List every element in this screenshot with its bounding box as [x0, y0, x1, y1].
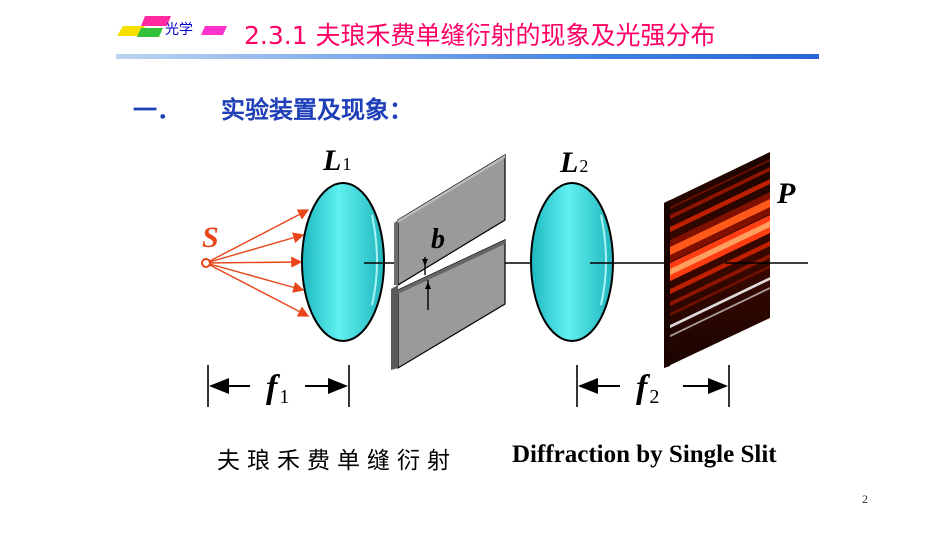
light-rays [205, 209, 310, 317]
section-number: 一． [133, 96, 181, 124]
page-number: 2 [862, 492, 868, 506]
optics-logo [117, 16, 227, 37]
single-slit [391, 153, 506, 370]
observation-screen [664, 152, 770, 368]
section-title: 实验装置及现象： [221, 96, 413, 124]
lens-2-label: L2 [559, 146, 588, 179]
slit-width-label: b [431, 224, 445, 255]
focal-length-f1-dimension [207, 365, 350, 407]
lens-1-label: L1 [322, 144, 351, 177]
focal-length-f2-dimension [576, 365, 730, 407]
point-source [201, 258, 211, 268]
caption-chinese: 夫琅禾费单缝衍射 [217, 448, 457, 474]
caption-english: Diffraction by Single Slit [512, 441, 777, 468]
title-divider [116, 54, 819, 59]
logo-text: 光学 [165, 22, 193, 38]
screen-label: P [776, 177, 796, 210]
page-title: 2.3.1 夫琅禾费单缝衍射的现象及光强分布 [244, 21, 716, 50]
section-heading: 一． 实验装置及现象： [133, 90, 413, 125]
lens-1 [301, 182, 385, 342]
source-label: S [202, 221, 219, 254]
lens-2 [530, 182, 614, 342]
